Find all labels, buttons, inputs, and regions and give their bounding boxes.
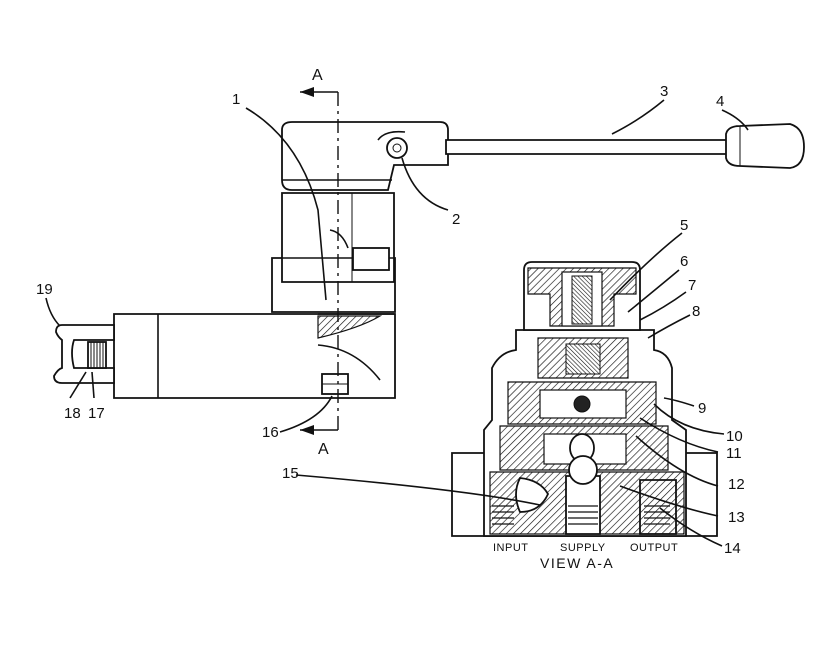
callout-4: 4 [716, 93, 724, 110]
callout-17: 17 [88, 405, 105, 422]
port-label-supply: SUPPLY [560, 542, 606, 554]
callout-11: 11 [726, 445, 742, 462]
port-label-input: INPUT [493, 542, 529, 554]
leader-lines [45, 99, 749, 547]
callout-9: 9 [698, 400, 706, 417]
callout-14: 14 [724, 540, 741, 557]
callout-7: 7 [688, 277, 696, 294]
callout-6: 6 [680, 253, 688, 270]
callouts: 1 2 3 4 5 6 7 8 9 10 11 12 13 14 15 16 1… [36, 83, 745, 557]
callout-16: 16 [262, 424, 279, 441]
callout-1: 1 [232, 91, 240, 108]
section-marker-top: A [312, 67, 323, 84]
side-view [53, 121, 805, 399]
callout-2: 2 [452, 211, 460, 228]
view-caption: VIEW A-A [540, 555, 614, 571]
callout-10: 10 [726, 428, 743, 445]
callout-5: 5 [680, 217, 688, 234]
port-label-output: OUTPUT [630, 542, 678, 554]
section-line [300, 87, 339, 435]
section-view [451, 261, 718, 537]
callout-15: 15 [282, 465, 299, 482]
callout-8: 8 [692, 303, 700, 320]
callout-12: 12 [728, 476, 745, 493]
section-marker-bottom: A [318, 441, 329, 458]
callout-3: 3 [660, 83, 668, 100]
callout-13: 13 [728, 509, 745, 526]
callout-18: 18 [64, 405, 81, 422]
callout-19: 19 [36, 281, 53, 298]
